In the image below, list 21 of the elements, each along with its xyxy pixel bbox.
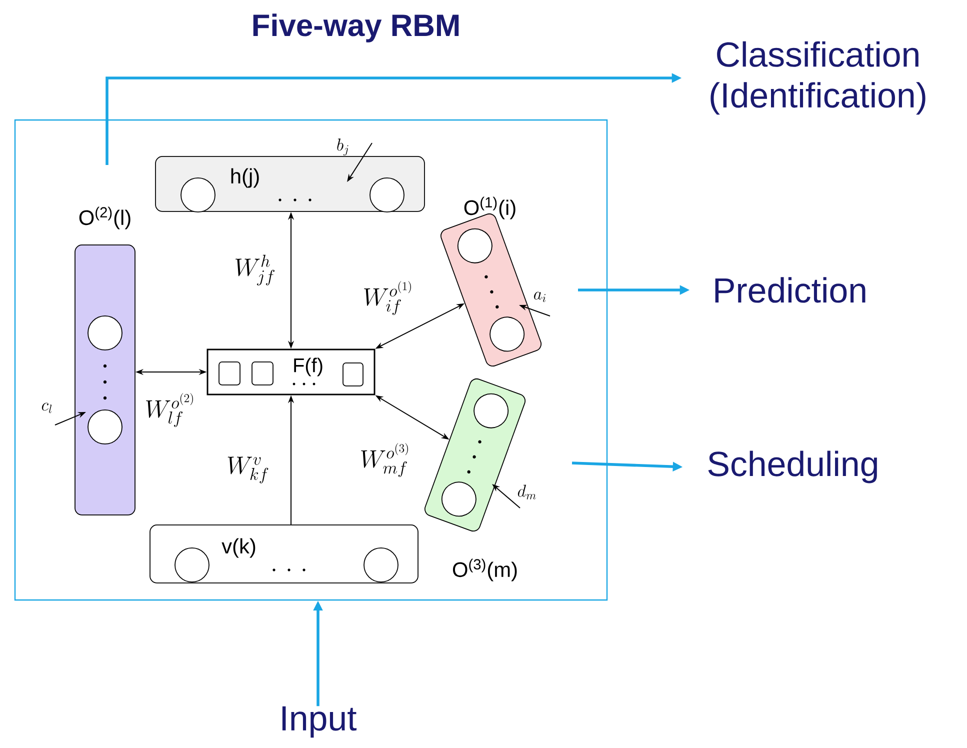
edge-label: $c_{l}$ — [42, 402, 52, 414]
factor-box: F(f) — [206, 348, 376, 396]
output-label: Classification (Identification) — [710, 41, 926, 115]
output-label: Scheduling — [708, 450, 877, 484]
edge-label: $b_{j}$ — [337, 138, 348, 156]
edge-label: $W^{o^{(1)}}_{if}$ — [364, 281, 411, 315]
output-label: Prediction — [715, 277, 866, 303]
layer-label: O$^{(1)}$(i) — [464, 196, 516, 220]
layer-label: O$^{(2)}$(l) — [79, 206, 130, 230]
output-label: Input — [282, 706, 357, 738]
layer-box: h(j) — [155, 156, 425, 212]
edge-label: $a_{i}$ — [534, 292, 546, 302]
edge-label: $d_{m}$ — [518, 484, 536, 500]
layer-label: O$^{(3)}$(m) — [452, 558, 517, 582]
edge-label: $W^{h}_{jf}$ — [236, 254, 274, 286]
frame-box — [14, 119, 608, 601]
title: Five-way RBM — [253, 14, 459, 42]
edge-label: $W^{o^{(3)}}_{mf}$ — [361, 443, 408, 477]
edge-label: $W^{o^{(2)}}_{lf}$ — [146, 393, 193, 427]
layer-box: v(k) — [150, 524, 418, 584]
edge-label: $W^{v}_{kf}$ — [228, 456, 268, 484]
